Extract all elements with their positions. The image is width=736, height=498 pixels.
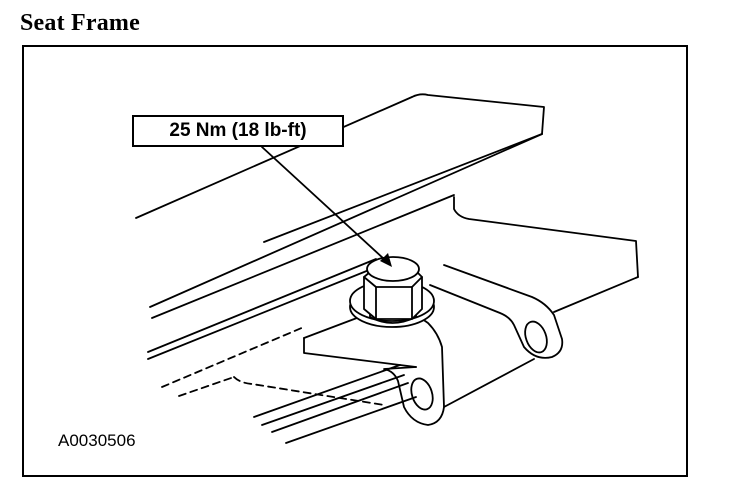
leader-arrowhead [380, 253, 392, 267]
rear-bracket [429, 264, 564, 359]
bolt [349, 256, 435, 328]
upper-rail [135, 93, 639, 360]
torque-callout: 25 Nm (18 lb-ft) [132, 115, 344, 147]
seat-frame-illustration [135, 93, 639, 444]
figure-id: A0030506 [58, 431, 136, 450]
callout-leader [261, 146, 385, 260]
hidden-rail [161, 326, 385, 406]
page-title: Seat Frame [20, 10, 140, 36]
figure-frame: 25 Nm (18 lb-ft) A0030506 [22, 45, 688, 477]
